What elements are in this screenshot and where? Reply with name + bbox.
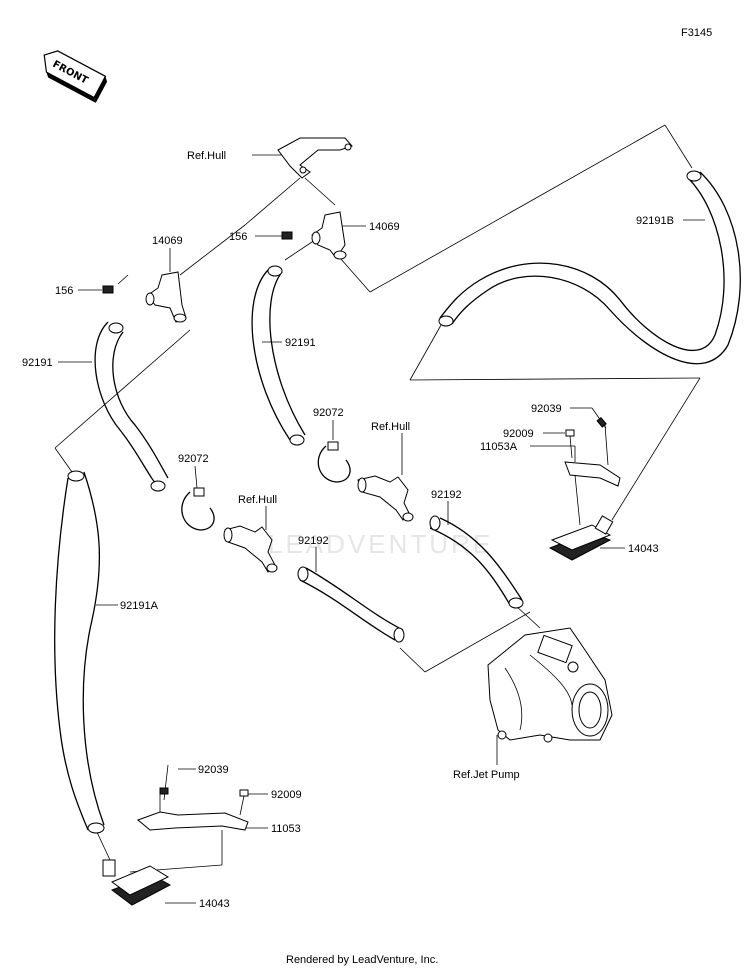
- label-92191B: 92191B: [636, 215, 674, 227]
- leader-lines: [54, 124, 705, 904]
- label-92009-right: 92009: [503, 428, 534, 440]
- footer-credit: Rendered by LeadVenture, Inc.: [286, 954, 438, 966]
- label-92191-left: 92191: [22, 357, 53, 369]
- hose-92191-left: [94, 321, 169, 492]
- clip-92072-right: [317, 441, 351, 483]
- label-14043-right: 14043: [628, 543, 659, 555]
- hull-fitting-right: [357, 475, 414, 522]
- label-92009-left: 92009: [271, 789, 302, 801]
- label-14069-left: 14069: [152, 235, 183, 247]
- strainer-14043-left: [102, 859, 172, 906]
- bracket-11053: [137, 792, 249, 831]
- hull-bracket-top: [277, 137, 353, 179]
- fitting-14069-left: [145, 271, 187, 323]
- watermark: LEADVENTURE: [268, 529, 493, 559]
- label-92039-right: 92039: [531, 403, 562, 415]
- label-ref-hull-right: Ref.Hull: [371, 421, 410, 433]
- strainer-14043-right: [548, 515, 614, 561]
- screw-92009-right: [565, 429, 575, 459]
- label-156-left: 156: [55, 285, 73, 297]
- label-11053: 11053: [271, 823, 301, 835]
- label-11053A: 11053A: [480, 441, 518, 453]
- label-92039-left: 92039: [198, 764, 229, 776]
- hose-92191A: [54, 470, 105, 834]
- label-14069-right: 14069: [369, 221, 400, 233]
- hose-92191-middle: [251, 265, 306, 446]
- fitting-14069-right: [311, 211, 347, 260]
- label-92072-right: 92072: [313, 407, 344, 419]
- screw-92009-left: [239, 789, 249, 816]
- hose-92192-right: [429, 515, 524, 609]
- label-92072-left: 92072: [178, 453, 209, 465]
- label-92191-middle: 92191: [285, 337, 316, 349]
- front-direction-icon: FRONT: [43, 50, 108, 103]
- label-ref-hull-left: Ref.Hull: [238, 494, 277, 506]
- label-ref-hull-top: Ref.Hull: [187, 150, 226, 162]
- jet-pump: [487, 627, 613, 743]
- label-92192-right: 92192: [431, 489, 462, 501]
- bracket-11053A: [564, 424, 621, 487]
- label-92192-left: 92192: [298, 535, 329, 547]
- screw-156-left: [102, 285, 114, 294]
- label-92191A: 92191A: [120, 600, 159, 612]
- hull-fitting-left: [223, 525, 278, 573]
- bolt-92039-right: [591, 407, 607, 429]
- screw-156-right: [281, 231, 293, 240]
- clip-92072-left: [181, 487, 215, 531]
- hose-92191B: [438, 170, 741, 365]
- figure-code: F3145: [681, 27, 712, 39]
- label-156-right: 156: [229, 231, 247, 243]
- bolt-92039-left: [159, 764, 169, 801]
- part-labels: Ref.Hull 14069 156 14069 156 92191 92191…: [22, 150, 674, 910]
- label-ref-jet-pump: Ref.Jet Pump: [453, 769, 520, 781]
- hose-92192-left: [297, 566, 405, 643]
- label-14043-left: 14043: [199, 898, 230, 910]
